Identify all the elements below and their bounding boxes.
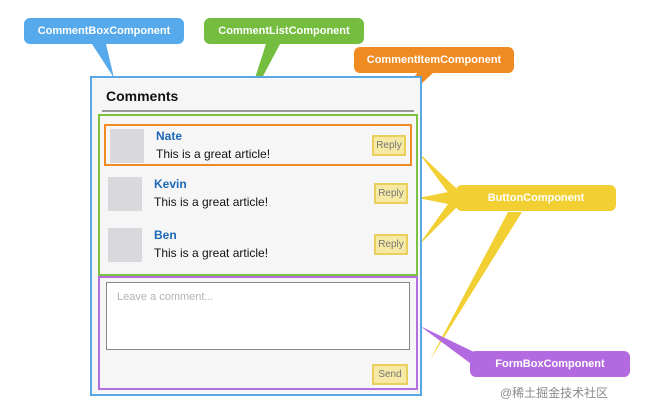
comments-title: Comments [106,88,179,104]
reply-button[interactable]: Reply [372,135,406,156]
button-component-label: ButtonComponent [456,185,616,211]
comment-list: Nate This is a great article! Reply Kevi… [98,114,418,276]
comment-item-component-label: CommentItemComponent [354,47,514,73]
comment-input[interactable]: Leave a comment... [106,282,410,350]
comment-text: This is a great article! [156,147,271,161]
comment-text: This is a great article! [154,195,269,209]
comment-placeholder: Leave a comment... [117,291,214,303]
commenter-name[interactable]: Ben [154,228,177,242]
form-box-leader [420,326,474,366]
comment-item: Kevin This is a great article! Reply [104,174,412,216]
avatar [108,228,142,262]
button-leader-3 [418,190,458,246]
reply-button[interactable]: Reply [374,234,408,255]
commenter-name[interactable]: Nate [156,129,183,143]
button-leader-2 [418,190,458,206]
watermark: @稀土掘金技术社区 [500,386,609,400]
title-divider [102,110,414,112]
avatar [108,177,142,211]
form-box-component-label: FormBoxComponent [470,351,630,377]
comment-item: Ben This is a great article! Reply [104,225,412,267]
comment-text: This is a great article! [154,246,269,260]
send-button[interactable]: Send [372,364,408,385]
reply-button[interactable]: Reply [374,183,408,204]
comment-box-component-label: CommentBoxComponent [24,18,184,44]
avatar [110,129,144,163]
comment-form: Leave a comment... Send [98,276,418,390]
commenter-name[interactable]: Kevin [154,177,187,191]
button-leader-4 [430,212,522,360]
comment-list-component-label: CommentListComponent [204,18,364,44]
comment-box-panel: Comments Nate This is a great article! R… [90,76,422,396]
comment-item: Nate This is a great article! Reply [104,124,412,166]
comment-box-leader [92,44,114,78]
